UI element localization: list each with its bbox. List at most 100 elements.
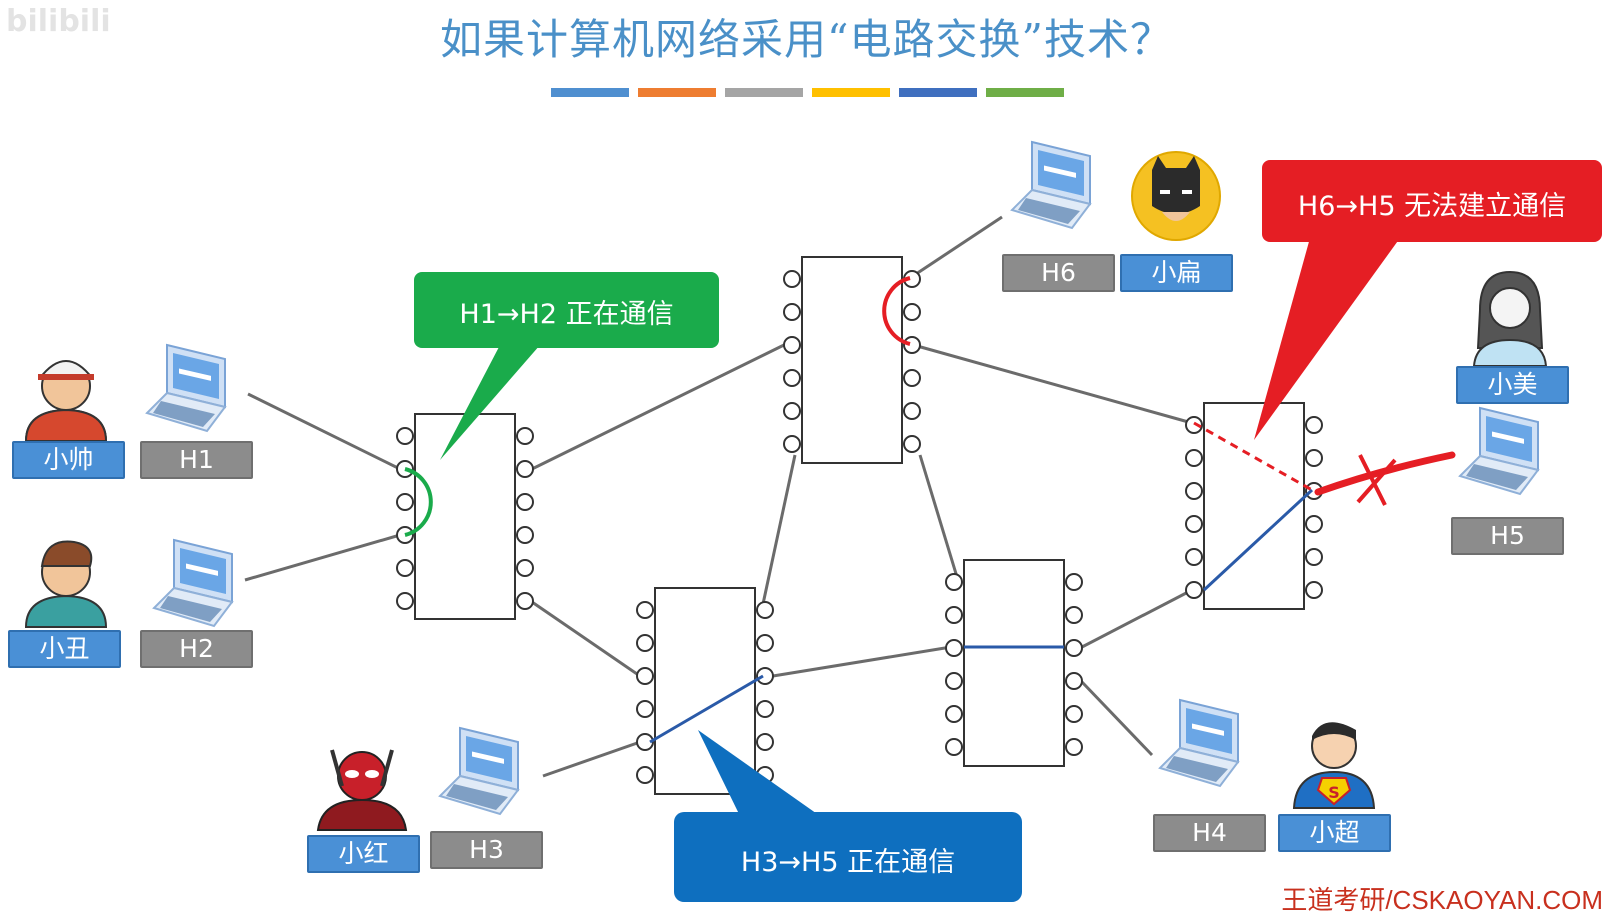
switch-port: [945, 573, 963, 591]
link-h1-s1: [247, 392, 401, 471]
color-bar-segment: [899, 88, 977, 97]
avatar-xiaochou-icon: [25, 540, 107, 628]
switch-port: [945, 672, 963, 690]
switch-port: [396, 559, 414, 577]
callout-blue-text: H3→H5 正在通信: [740, 847, 956, 878]
switch-ports: [396, 270, 1323, 784]
switch-port: [396, 427, 414, 445]
color-bar-segment: [638, 88, 716, 97]
switch-port: [1305, 581, 1323, 599]
switch-port: [783, 270, 801, 288]
laptop-h4-icon: [1159, 699, 1239, 787]
link-s1-s2: [531, 342, 787, 471]
switch-port: [636, 601, 654, 619]
person-label-xiaochao: 小超: [1278, 814, 1391, 852]
switch-port: [945, 705, 963, 723]
switch-port: [945, 606, 963, 624]
svg-text:S: S: [1328, 783, 1340, 802]
laptop-h6-icon: [1011, 141, 1091, 229]
switch-port: [1305, 515, 1323, 533]
switch-port: [516, 526, 534, 544]
host-label-h6: H6: [1002, 254, 1115, 292]
host-label-h5: H5: [1451, 517, 1564, 555]
person-label-xiaoshuai: 小帅: [12, 441, 125, 479]
host-label-h2: H2: [140, 630, 253, 668]
callout-red-shape: [1254, 160, 1602, 440]
switch-port: [1185, 515, 1203, 533]
host-label-h4: H4: [1153, 814, 1266, 852]
host-label-h1: H1: [140, 441, 253, 479]
switch-port: [396, 592, 414, 610]
bilibili-logo: bilibili: [6, 4, 111, 39]
switch-port: [1065, 639, 1083, 657]
link-h2-s1: [244, 533, 401, 582]
person-label-xiaobian: 小扁: [1120, 254, 1233, 292]
switch-port: [636, 733, 654, 751]
switch-port: [783, 369, 801, 387]
person-label-xiaohong: 小红: [307, 835, 420, 873]
link-s2-s4: [918, 454, 959, 578]
switch-port: [1065, 573, 1083, 591]
switch-port: [903, 402, 921, 420]
cross-icon: [1356, 454, 1397, 506]
switch-port: [903, 435, 921, 453]
link-h3-s3: [542, 740, 641, 778]
callout-green-shape: [414, 272, 719, 460]
switch-port: [756, 733, 774, 751]
avatar-xiaobian-icon: [1131, 151, 1221, 241]
laptop-h3-icon: [439, 727, 519, 815]
avatar-xiaoshuai-icon: [24, 360, 108, 442]
circuit-blue-s5: [1202, 488, 1314, 592]
laptop-h5-icon: [1459, 407, 1539, 495]
laptop-h2-icon: [153, 539, 233, 627]
watermark-text: 王道考研/CSKAOYAN.COM: [1281, 885, 1603, 915]
switch-port: [636, 700, 654, 718]
links: [244, 215, 1193, 778]
switch-port: [636, 766, 654, 784]
switch-port: [1305, 449, 1323, 467]
switch-port: [396, 493, 414, 511]
switch-port: [1305, 548, 1323, 566]
switch-1: [414, 413, 516, 620]
color-bar-segment: [986, 88, 1064, 97]
color-bar-segment: [551, 88, 629, 97]
switch-port: [903, 336, 921, 354]
switch-port: [945, 738, 963, 756]
circuit-blue-s3: [649, 674, 764, 744]
switch-port: [516, 592, 534, 610]
switch-2: [801, 256, 903, 464]
switch-port: [756, 601, 774, 619]
link-s2-h6: [909, 215, 1003, 280]
callout-red-text: H6→H5 无法建立通信: [1297, 191, 1567, 222]
switch-port: [783, 336, 801, 354]
switch-port: [1065, 672, 1083, 690]
switch-4: [963, 559, 1065, 767]
page-title: 如果计算机网络采用“电路交换”技术？: [440, 15, 1173, 64]
link-s4-s5: [1081, 588, 1193, 649]
circuit-red-dashed: [1193, 421, 1313, 492]
switch-port: [903, 303, 921, 321]
switch-port: [1185, 449, 1203, 467]
switch-port: [636, 634, 654, 652]
laptop-h1-icon: [146, 344, 226, 432]
switch-port: [516, 493, 534, 511]
switch-port: [1185, 581, 1203, 599]
switch-port: [1185, 548, 1203, 566]
switch-port: [516, 559, 534, 577]
switch-port: [516, 427, 534, 445]
avatar-xiaochao-icon: S: [1292, 722, 1376, 809]
link-s1-s3: [531, 600, 641, 678]
switch-port: [783, 303, 801, 321]
switch-port: [783, 402, 801, 420]
link-s2-s5: [909, 342, 1193, 425]
callout-blue-shape: [674, 730, 1022, 902]
color-bar-segment: [725, 88, 803, 97]
switch-port: [636, 667, 654, 685]
switch-port: [756, 667, 774, 685]
link-s3-s4: [772, 645, 952, 678]
circuit-green: [404, 467, 433, 537]
switch-port: [1305, 416, 1323, 434]
color-bar-segment: [812, 88, 890, 97]
switch-port: [783, 435, 801, 453]
